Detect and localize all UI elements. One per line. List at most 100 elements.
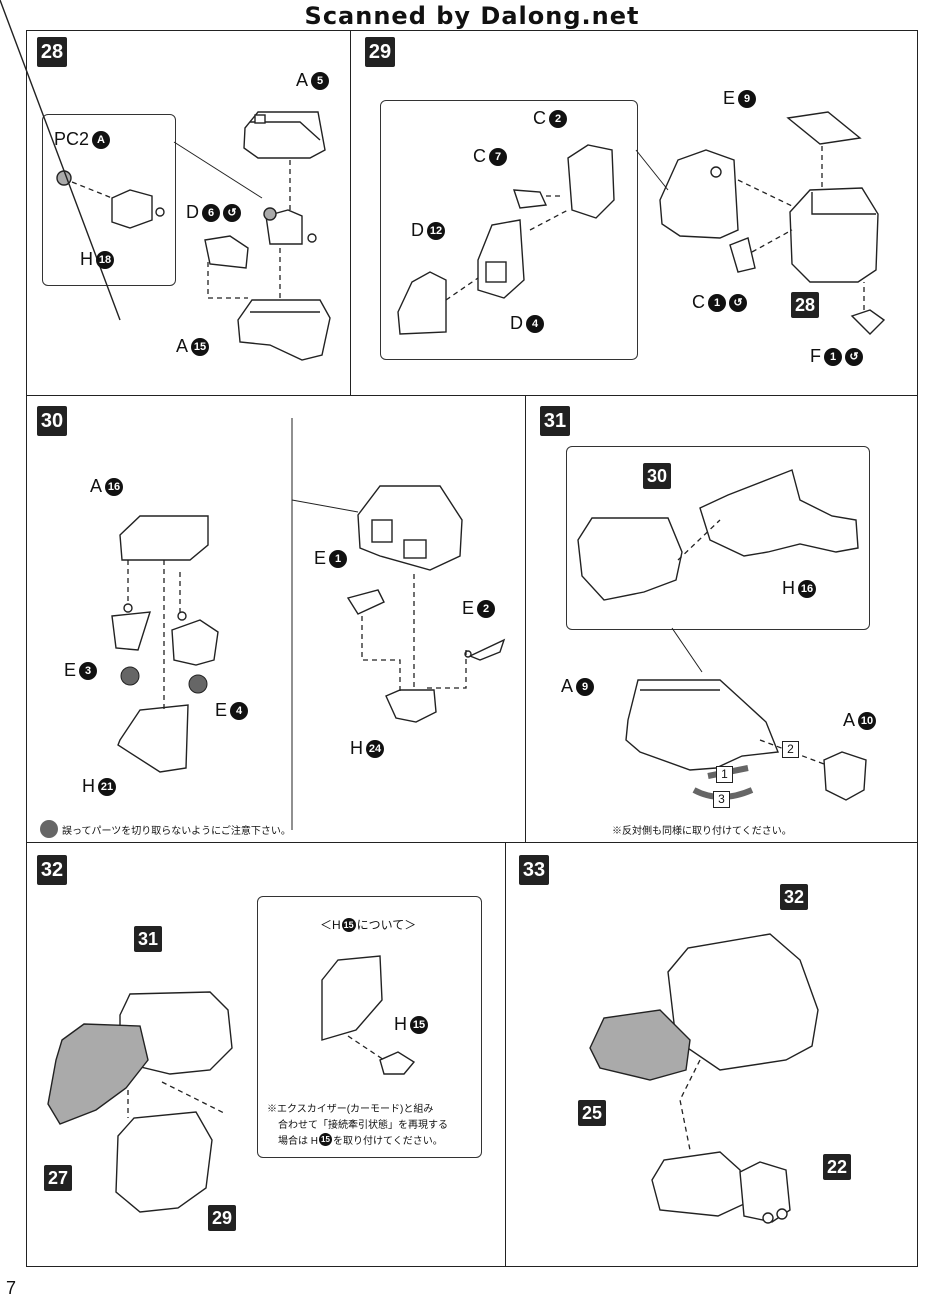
- part-number: 16: [798, 579, 816, 598]
- part-a15: [237, 299, 331, 361]
- part-e9: [786, 111, 862, 145]
- part-number: 12: [427, 221, 445, 240]
- part-a5: [243, 111, 326, 159]
- assembly-29-in-32: [115, 1111, 213, 1213]
- part-number: 3: [79, 661, 98, 680]
- assembly-ref-27: 27: [44, 1165, 72, 1191]
- part-d6: [204, 235, 249, 269]
- assembly-ref-31: 31: [134, 926, 162, 952]
- part-h16: [699, 469, 859, 557]
- order-step-2: 2: [782, 741, 799, 758]
- part-number: 1: [824, 347, 842, 366]
- opposite-side-note: ※反対側も同様に取り付けてください。: [612, 826, 792, 837]
- part-e1: [346, 589, 385, 615]
- part-e2: [464, 638, 506, 661]
- assembly-22: [651, 1151, 791, 1224]
- assembly-25: [589, 1009, 691, 1081]
- part-letter: H: [80, 249, 93, 269]
- assembly-32-main: [47, 991, 233, 1125]
- part-letter: D: [411, 220, 424, 240]
- part-e3: [111, 603, 151, 651]
- part-number: 15: [410, 1015, 428, 1034]
- caution-note: 誤ってパーツを切り取らないようにご注意下さい。: [40, 820, 291, 838]
- part-number: 5: [311, 71, 330, 90]
- step-number: 30: [37, 406, 67, 436]
- part-large-block: [659, 149, 739, 239]
- part-letter: A: [843, 710, 856, 730]
- part-h18: [111, 189, 165, 229]
- scanner-watermark: Scanned by Dalong.net: [304, 2, 640, 30]
- part-letter: H: [394, 1014, 407, 1034]
- step-33-panel: [505, 842, 918, 1267]
- part-letter: E: [723, 88, 736, 108]
- part-number: 21: [98, 777, 116, 796]
- part-letter: E: [314, 548, 327, 568]
- assembly-ref-22: 22: [823, 1154, 851, 1180]
- part-letter: A: [561, 676, 574, 696]
- part-h21: [117, 704, 189, 773]
- part-30-body: [357, 485, 463, 571]
- part-d12: [397, 271, 447, 335]
- step-number: 33: [519, 855, 549, 885]
- part-f1: [850, 309, 886, 335]
- part-number: 6: [202, 203, 220, 222]
- part-letter: C: [692, 292, 705, 312]
- part-h24: [385, 689, 437, 723]
- part-c1: [729, 237, 756, 273]
- assembly-ref-28: 28: [791, 292, 819, 318]
- part-number: 10: [858, 711, 877, 730]
- part-c7: [513, 189, 548, 209]
- part-a16: [119, 515, 209, 561]
- step-number: 31: [540, 406, 570, 436]
- step-number: 29: [365, 37, 395, 67]
- assembly-ref-25: 25: [578, 1100, 606, 1126]
- caution-text: 誤ってパーツを切り取らないようにご注意下さい。: [62, 825, 291, 837]
- inset-note-line: ※エクスカイザー(カーモード)と組み: [267, 1104, 434, 1115]
- part-subassembly: [263, 207, 317, 245]
- part-letter: E: [462, 598, 475, 618]
- part-letter: E: [215, 700, 228, 720]
- part-number: 24: [366, 739, 384, 758]
- step-number: 28: [37, 37, 67, 67]
- part-number: 7: [489, 147, 507, 166]
- part-number: 4: [526, 314, 544, 333]
- part-letter: H: [82, 776, 95, 796]
- part-letter: A: [296, 70, 309, 90]
- part-letter: E: [64, 660, 77, 680]
- caution-icon: [40, 820, 58, 838]
- step-number: 32: [37, 855, 67, 885]
- step-32-inset: [257, 896, 482, 1158]
- part-letter: H: [782, 578, 795, 598]
- assembly-31: [625, 679, 779, 771]
- part-letter: A: [176, 336, 189, 356]
- part-30-ref: [577, 517, 683, 601]
- part-number: 16: [105, 477, 124, 496]
- order-step-3: 3: [713, 791, 730, 808]
- page-number: 7: [6, 1278, 17, 1298]
- part-number: 2: [549, 109, 567, 128]
- inset-note-line: 合わせて「接続牽引状態」を再現する: [278, 1120, 448, 1131]
- part-number: 9: [576, 677, 595, 696]
- part-number: 2: [477, 599, 496, 618]
- gate-cut-icon: ↺: [729, 293, 747, 312]
- gate-cut-icon: ↺: [845, 347, 863, 366]
